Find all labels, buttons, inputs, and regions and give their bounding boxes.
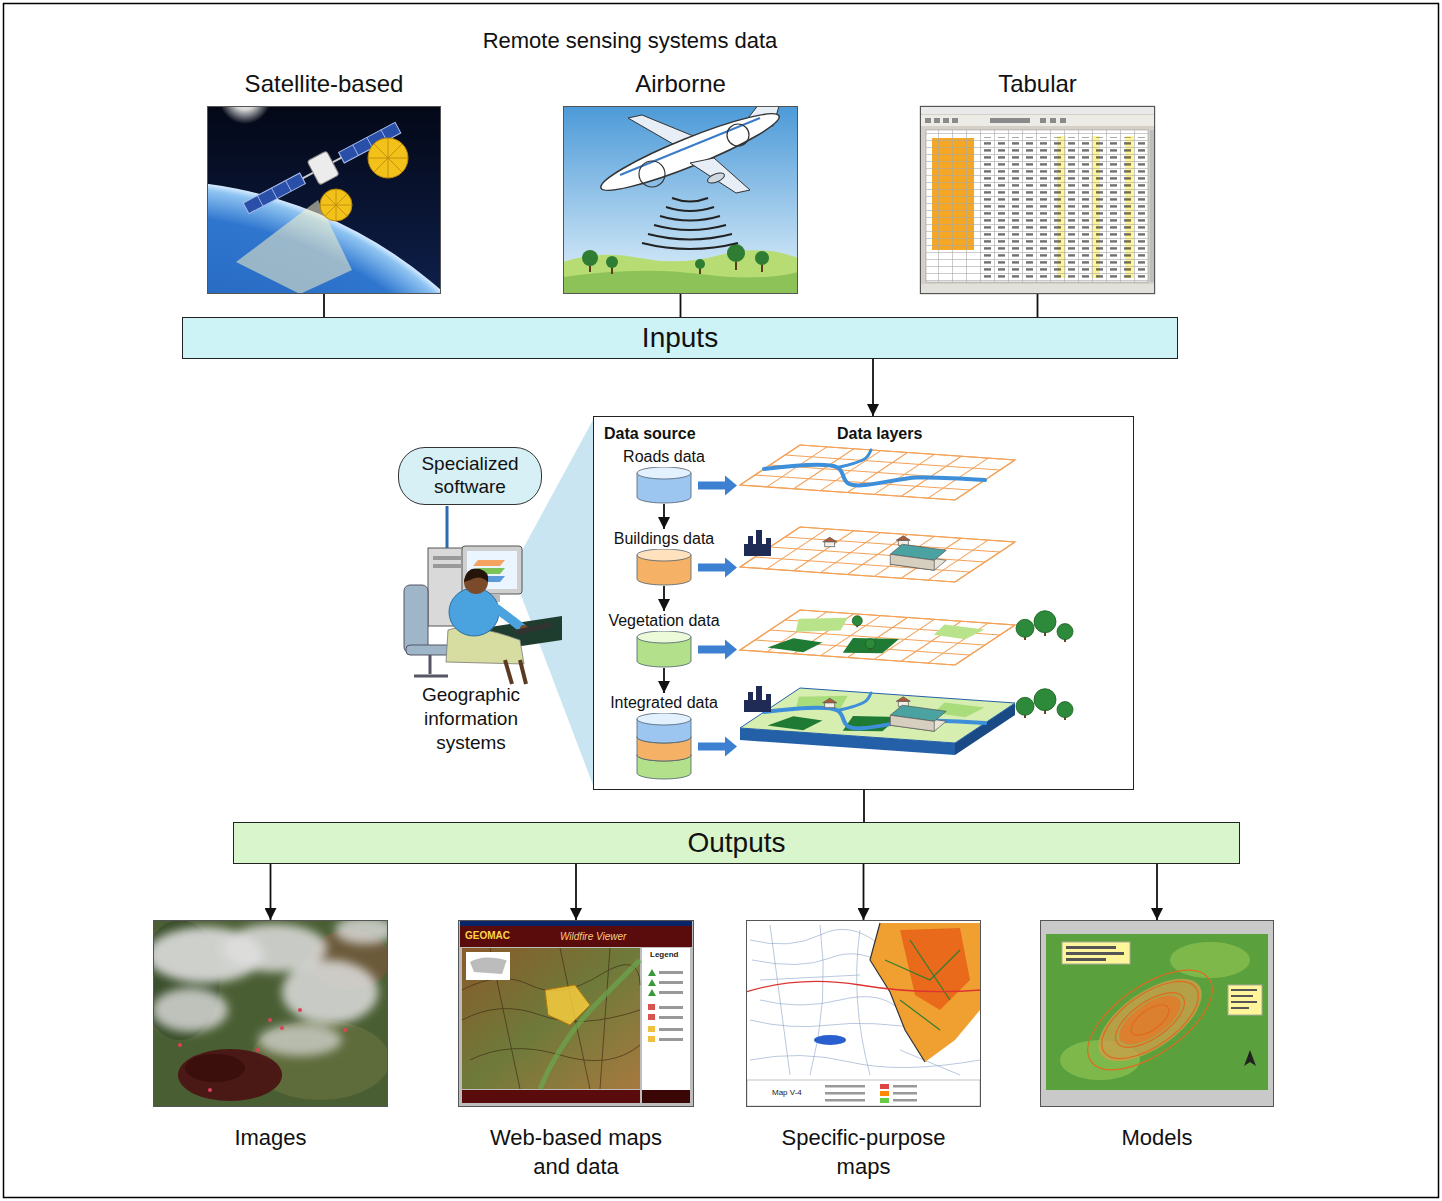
airborne-panel: Airborne [563, 106, 798, 294]
database-cylinder: Roads data [596, 447, 732, 504]
connector [1156, 864, 1158, 920]
panel-heading: Tabular [998, 70, 1077, 98]
cylinder-symbol [636, 631, 692, 668]
panel-heading: Airborne [635, 70, 726, 98]
connector [270, 864, 272, 920]
cylinder-symbol [636, 467, 692, 504]
column-heading: Data source [604, 425, 696, 443]
diagram-title: Remote sensing systems data [380, 28, 880, 54]
panel-caption: Web-based maps and data [484, 1124, 669, 1181]
database-cylinder: Vegetation data [596, 611, 732, 668]
screen-text: GEOMAC [465, 930, 510, 941]
connector [663, 504, 665, 529]
screen-text: Legend [650, 951, 678, 960]
connector [1037, 294, 1039, 317]
column-heading: Data layers [837, 425, 922, 443]
connector [663, 586, 665, 611]
data-source-label: Buildings data [596, 529, 732, 549]
output-panel: Specific-purpose maps [746, 920, 981, 1107]
satellite-panel: Satellite-based [207, 106, 441, 294]
software-bubble: Specialized software [398, 447, 542, 505]
system-label: Geographic information systems [400, 683, 542, 754]
layer-arrow [698, 476, 737, 496]
band-label: Outputs [687, 827, 785, 859]
panel-caption: Specific-purpose maps [771, 1124, 956, 1181]
connector [863, 864, 865, 920]
connector [863, 790, 865, 822]
output-panel: Web-based maps and data [458, 920, 694, 1107]
connector [323, 294, 325, 317]
layer-arrow [698, 558, 737, 578]
connector [872, 359, 874, 416]
gis-panel: Data source Data layersRoads dataBuilding… [593, 416, 1134, 790]
output-panel: Models [1040, 920, 1274, 1107]
outputs-band: Outputs [233, 822, 1240, 864]
screen-text: Wildfire Viewer [560, 931, 626, 942]
panel-caption: Models [1065, 1124, 1250, 1153]
cylinder-symbol [636, 713, 692, 780]
panel-caption: Images [178, 1124, 363, 1153]
data-source-label: Integrated data [596, 693, 732, 713]
layer-arrow [698, 737, 737, 757]
cylinder-symbol [636, 549, 692, 586]
database-cylinder: Integrated data [596, 693, 732, 780]
data-source-label: Vegetation data [596, 611, 732, 631]
connector [680, 294, 682, 317]
tabular-panel: Tabular [920, 106, 1155, 294]
database-cylinder: Buildings data [596, 529, 732, 586]
connector [575, 864, 577, 920]
connector [663, 668, 665, 693]
panel-heading: Satellite-based [245, 70, 404, 98]
band-label: Inputs [642, 322, 718, 354]
bubble-label: Specialized software [411, 453, 529, 499]
screen-text: Map V-4 [772, 1089, 802, 1098]
output-panel: Images [153, 920, 388, 1107]
data-source-label: Roads data [596, 447, 732, 467]
inputs-band: Inputs [182, 317, 1178, 359]
layer-arrow [698, 640, 737, 660]
